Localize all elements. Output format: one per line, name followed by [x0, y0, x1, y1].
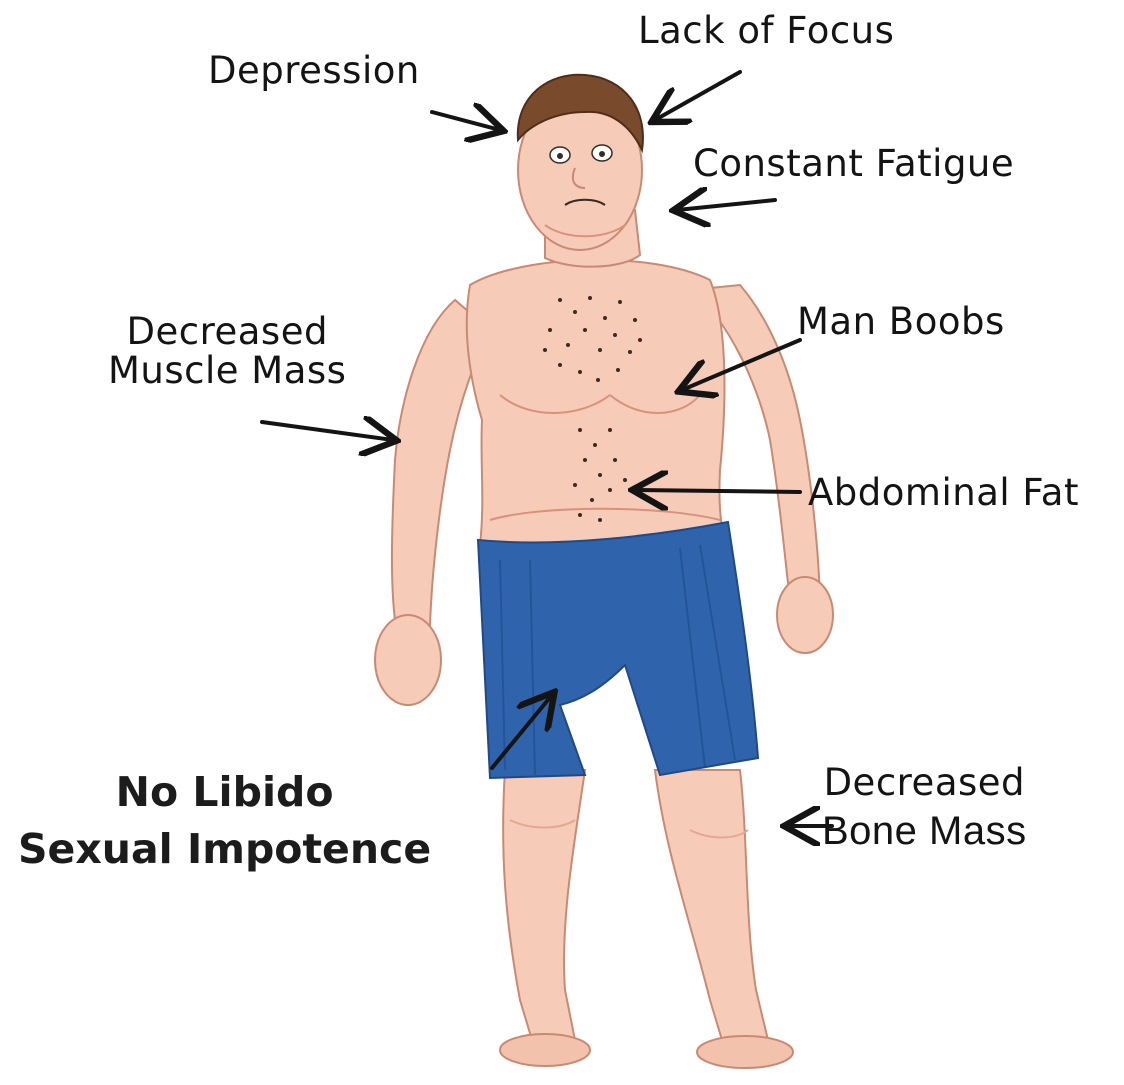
label-decreased-muscle-mass-line2: Muscle Mass: [108, 352, 346, 391]
label-decreased-bone-mass-line1: Decreased: [822, 760, 1027, 806]
label-no-libido-line2: Sexual Impotence: [18, 821, 431, 878]
label-decreased-muscle-mass-line1: Decreased: [108, 313, 346, 352]
label-no-libido: No Libido Sexual Impotence: [18, 764, 431, 879]
label-man-boobs: Man Boobs: [797, 303, 1005, 342]
shorts: [478, 522, 758, 778]
label-no-libido-line1: No Libido: [18, 764, 431, 821]
head: [518, 75, 643, 267]
label-lack-of-focus: Lack of Focus: [638, 12, 894, 51]
label-constant-fatigue: Constant Fatigue: [693, 145, 1014, 184]
torso: [467, 260, 725, 545]
label-abdominal-fat: Abdominal Fat: [808, 474, 1079, 513]
label-decreased-muscle-mass: Decreased Muscle Mass: [108, 313, 346, 391]
arrow-depression: [432, 112, 500, 130]
label-decreased-bone-mass-line2: Bone Mass: [822, 806, 1027, 856]
arrow-abdominal-fat: [636, 490, 800, 492]
label-decreased-bone-mass: Decreased Bone Mass: [822, 760, 1027, 856]
legs: [500, 770, 793, 1068]
arrow-lack-of-focus: [655, 72, 740, 120]
arrow-decreased-muscle-mass: [262, 422, 393, 440]
label-depression: Depression: [208, 52, 420, 91]
arrow-constant-fatigue: [677, 200, 775, 210]
